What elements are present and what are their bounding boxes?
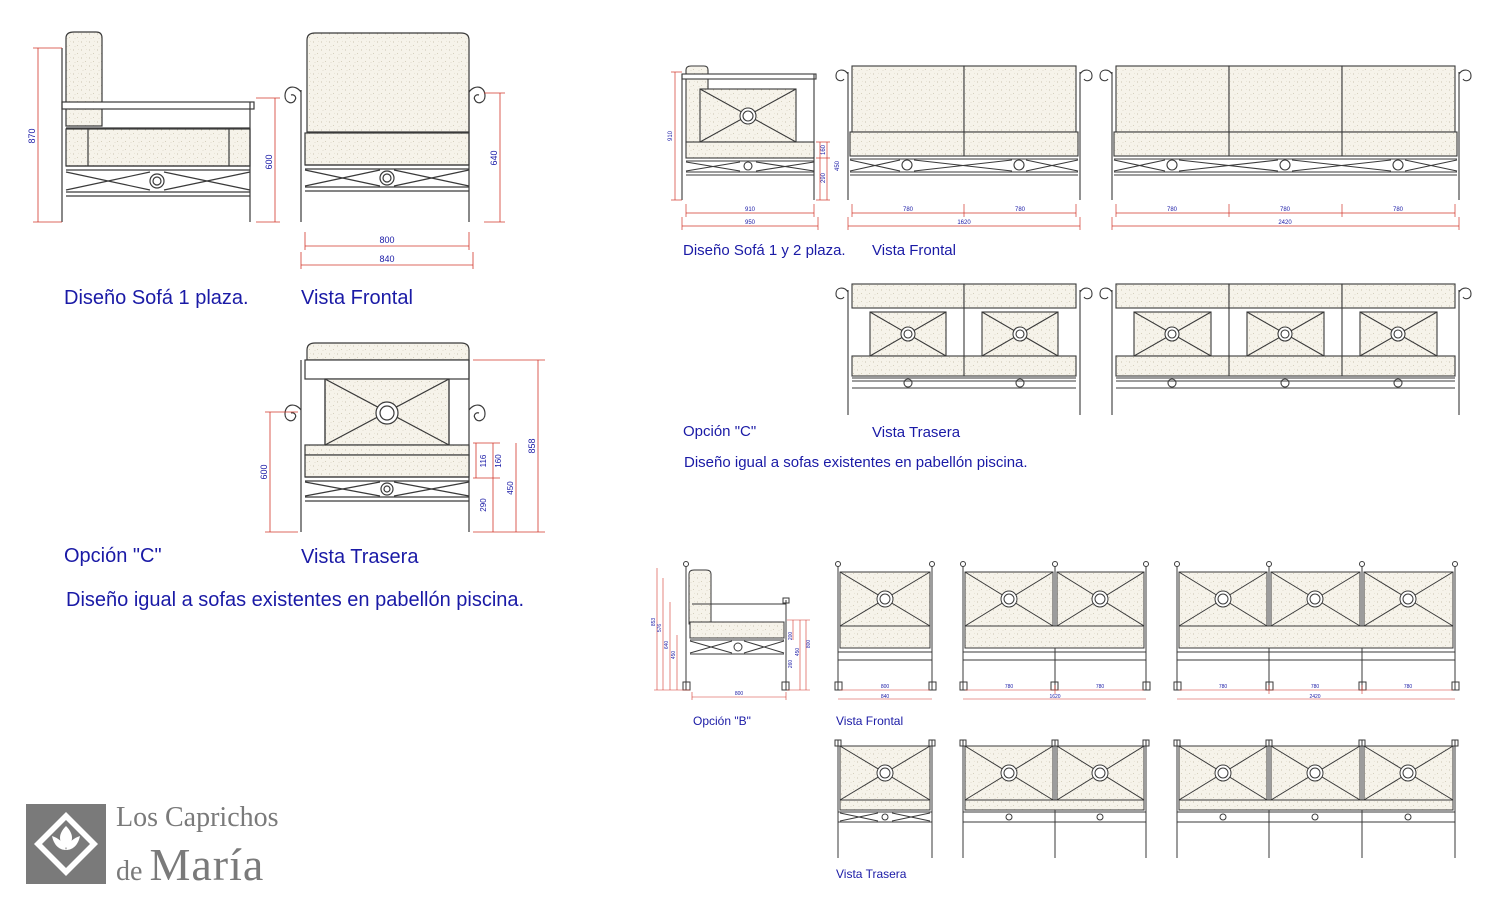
sofaC-side-view — [681, 65, 817, 200]
dim-b-200: 200 — [788, 632, 794, 641]
dim-sc-910-w: 910 — [745, 207, 756, 213]
dim-s1-inner-width: 800 — [379, 235, 394, 245]
sofa12-title: Diseño Sofá 1 y 2 plaza. — [683, 242, 846, 259]
dim-s1-back-450: 450 — [506, 481, 515, 495]
sofa1-note: Diseño igual a sofas existentes en pabel… — [66, 589, 525, 611]
dim-s2-780b: 780 — [1015, 207, 1026, 213]
optB-front-dims — [838, 685, 1455, 700]
sofa1-side-dims — [33, 47, 280, 223]
sofa3-front-view — [1099, 65, 1472, 200]
sofa1-title: Diseño Sofá 1 plaza. — [64, 287, 249, 309]
dim-sc-910-h: 910 — [668, 130, 674, 141]
dim-b1-800: 800 — [881, 684, 890, 690]
dim-s3-780c: 780 — [1393, 207, 1404, 213]
dim-sc-450: 450 — [835, 160, 841, 171]
optC-label: Opción "C" — [683, 423, 757, 440]
dim-s1-back-160: 160 — [494, 454, 503, 468]
dim-s1-back-290: 290 — [479, 498, 488, 512]
dim-b-450r: 450 — [795, 648, 801, 657]
dim-s1-arm: 640 — [489, 150, 499, 165]
sofa1-back-view — [284, 342, 486, 532]
sofa2-back-view — [835, 283, 1093, 415]
optB-back-2 — [959, 739, 1150, 858]
optB-back-1 — [834, 739, 936, 858]
optB-label: Opción "B" — [693, 714, 751, 728]
dim-b-450: 450 — [671, 651, 677, 660]
dim-s3-780b: 780 — [1280, 207, 1291, 213]
sofa1-back-view-label: Vista Trasera — [301, 546, 419, 568]
dim-b2-1620: 1620 — [1049, 694, 1060, 700]
logo-line2-prefix: de — [116, 856, 143, 887]
optC-back-view-label: Vista Trasera — [872, 424, 961, 441]
dim-b-640: 640 — [664, 641, 670, 650]
dim-b1-840: 840 — [881, 694, 890, 700]
dim-sc-290: 290 — [821, 172, 827, 183]
optB-back-view-label: Vista Trasera — [836, 867, 907, 881]
dim-b3-2420: 2420 — [1309, 694, 1320, 700]
optB-front-3 — [1173, 561, 1460, 691]
sofa1-front-dims — [300, 92, 505, 269]
optB-side-view — [682, 561, 790, 691]
logo-line1: Los Caprichos — [116, 802, 279, 833]
dim-s3-780a: 780 — [1167, 207, 1178, 213]
sofa2-front-dims — [847, 204, 1081, 230]
optC-note: Diseño igual a sofas existentes en pabel… — [684, 454, 1028, 471]
logo-line2: de María — [116, 838, 264, 891]
dim-s1-back-858: 858 — [527, 438, 537, 453]
dim-b2-780b: 780 — [1096, 684, 1105, 690]
optB-front-view-label: Vista Frontal — [836, 714, 904, 728]
dim-b-800: 800 — [806, 640, 812, 649]
dim-b-576: 576 — [657, 624, 663, 633]
sofa1-option-label: Opción "C" — [64, 545, 162, 567]
dim-b-853: 853 — [651, 618, 657, 627]
dim-b3-780a: 780 — [1219, 684, 1228, 690]
logo-line2-name: María — [149, 839, 265, 890]
dim-s1-seat: 600 — [264, 154, 274, 169]
dim-s1-back-600: 600 — [259, 464, 269, 479]
dim-s2-1620: 1620 — [957, 220, 971, 226]
sofa2-front-view — [835, 65, 1093, 200]
dim-b-260: 260 — [788, 660, 794, 669]
dim-b2-780a: 780 — [1005, 684, 1014, 690]
dim-sc-160: 160 — [821, 144, 827, 155]
dim-s1-outer-width: 840 — [379, 254, 394, 264]
sofaC-side-dims — [671, 71, 830, 230]
sofa1-view-label: Vista Frontal — [301, 287, 413, 309]
dim-b3-780c: 780 — [1404, 684, 1413, 690]
dim-b-side-w: 800 — [735, 691, 744, 697]
dim-b3-780b: 780 — [1311, 684, 1320, 690]
sofa12-view-label: Vista Frontal — [872, 242, 956, 259]
dimension-texts: 870 600 640 800 840 600 858 116 160 290 … — [27, 128, 1412, 700]
dim-sc-950: 950 — [745, 220, 756, 226]
optB-front-1 — [834, 561, 937, 691]
dim-s3-2420: 2420 — [1278, 220, 1292, 226]
sofa3-back-view — [1099, 283, 1472, 415]
sofa1-side-view — [61, 31, 255, 222]
optB-side-dims — [654, 568, 810, 700]
optB-back-3 — [1173, 739, 1459, 858]
dim-s2-780a: 780 — [903, 207, 914, 213]
sofa3-front-dims — [1111, 204, 1460, 230]
sofa1-front-view — [284, 32, 486, 222]
optB-front-2 — [959, 561, 1151, 691]
dim-s1-height: 870 — [27, 128, 37, 143]
sofa1-back-dims — [265, 359, 545, 533]
logo-mark-icon — [26, 804, 106, 884]
dim-s1-back-116: 116 — [479, 454, 488, 467]
